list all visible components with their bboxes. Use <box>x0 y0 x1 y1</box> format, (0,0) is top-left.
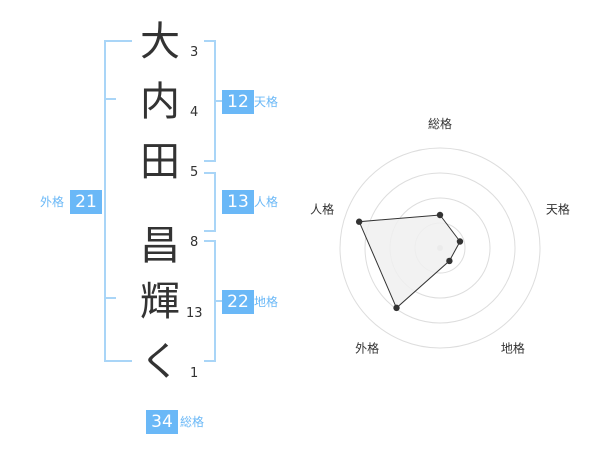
name-char-1: 大 <box>140 19 180 65</box>
name-char-4: 昌 <box>140 223 180 269</box>
radar-axis-label-3: 地格 <box>501 340 525 355</box>
bracket-tick <box>104 98 116 100</box>
stroke-count-6: 1 <box>190 366 199 381</box>
soukaku-badge: 34 <box>146 410 178 434</box>
radar-point-3 <box>446 257 453 265</box>
jinkaku-bracket <box>204 172 216 232</box>
radar-axis-label-2: 天格 <box>546 202 570 217</box>
radar-axis-label-5: 人格 <box>310 202 334 217</box>
chikaku-badge: 22 <box>222 290 254 314</box>
stroke-count-1: 3 <box>190 45 199 60</box>
stroke-count-4: 8 <box>190 235 199 250</box>
name-char-3: 田 <box>140 139 180 185</box>
radar-axis-label-1: 総格 <box>428 116 452 131</box>
name-char-6: く <box>140 339 180 385</box>
name-char-2: 内 <box>140 79 180 125</box>
gaikaku-badge: 21 <box>70 190 102 214</box>
soukaku-label: 総格 <box>180 415 205 429</box>
stroke-count-2: 4 <box>190 105 199 120</box>
bracket-tick <box>214 300 222 302</box>
radar-point-4 <box>393 304 400 312</box>
radar-series-polygon <box>358 214 461 309</box>
radar-axis-label-4: 外格 <box>355 340 379 355</box>
bracket-tick <box>104 297 116 299</box>
chikaku-label: 地格 <box>254 295 279 309</box>
stroke-count-5: 13 <box>186 306 203 321</box>
bracket-tick <box>214 100 222 102</box>
radar-point-5 <box>355 218 363 225</box>
gaikaku-label: 外格 <box>40 195 65 209</box>
outer-bracket <box>104 40 132 362</box>
radar-point-2 <box>456 238 464 245</box>
stroke-count-3: 5 <box>190 165 199 180</box>
jinkaku-label: 人格 <box>254 195 279 209</box>
tenkaku-badge: 12 <box>222 90 254 114</box>
tenkaku-label: 天格 <box>254 95 279 109</box>
radar-point-1 <box>436 211 444 219</box>
name-char-5: 輝 <box>140 279 180 325</box>
jinkaku-badge: 13 <box>222 190 254 214</box>
